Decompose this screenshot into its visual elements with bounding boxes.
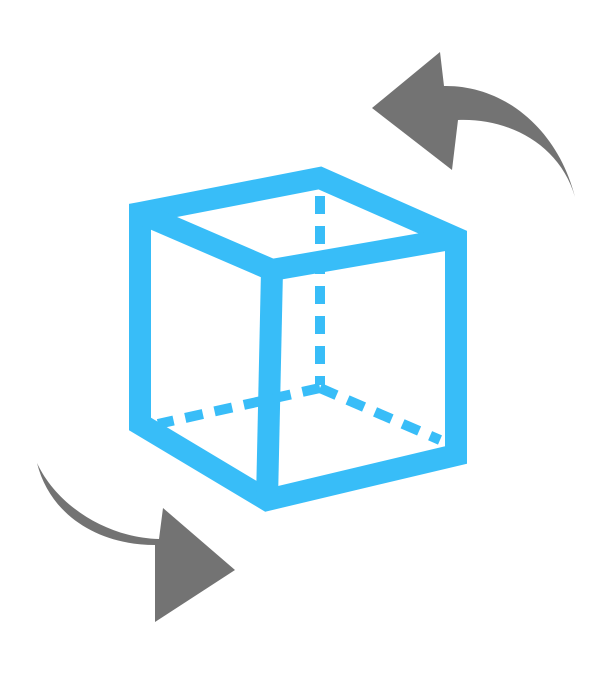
rotate-arrow-top-right-icon (372, 52, 575, 197)
rotate-arrow-bottom-left-icon (37, 463, 235, 622)
wireframe-cube-icon (129, 166, 467, 512)
